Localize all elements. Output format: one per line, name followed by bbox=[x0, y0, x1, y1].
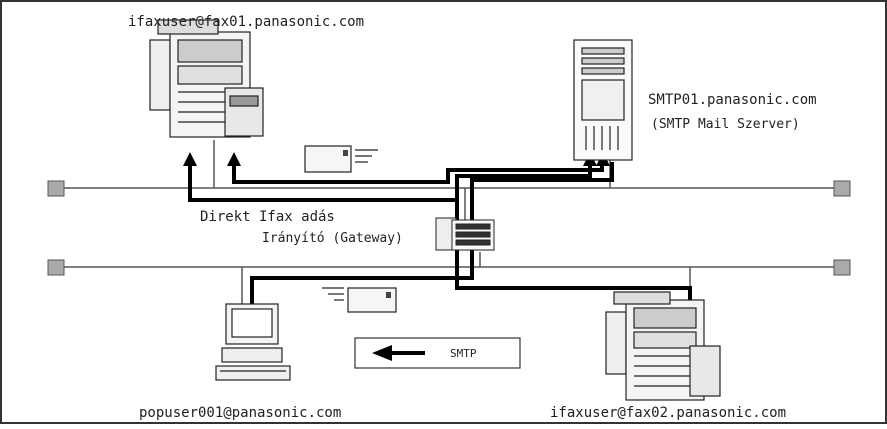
smtp-server-hostname: SMTP01.panasonic.com bbox=[648, 92, 817, 108]
arrow-left-icon bbox=[372, 345, 392, 361]
route-fax01-server bbox=[232, 162, 604, 184]
mail-routes bbox=[188, 162, 692, 308]
route-direct-ifax bbox=[188, 162, 592, 202]
fax02-address: ifaxuser@fax02.panasonic.com bbox=[550, 405, 786, 421]
envelope-icon bbox=[304, 145, 378, 173]
segment-terminator bbox=[47, 180, 65, 197]
smtp-server-icon bbox=[573, 39, 633, 161]
gateway-router-icon bbox=[435, 217, 495, 251]
arrowhead-up-icon bbox=[183, 152, 197, 166]
pc-workstation-icon bbox=[215, 303, 291, 381]
smtp-server-description: (SMTP Mail Szerver) bbox=[651, 117, 800, 132]
network-segments bbox=[47, 180, 851, 276]
segment-terminator bbox=[47, 259, 65, 276]
fax01-printer-icon bbox=[149, 19, 264, 138]
route-gateway-server bbox=[470, 162, 614, 200]
direct-ifax-label: Direkt Ifax adás bbox=[200, 209, 335, 225]
smtp-legend-label: SMTP bbox=[450, 347, 477, 360]
segment-terminator bbox=[833, 180, 851, 197]
envelope-icon bbox=[322, 287, 397, 313]
arrowhead-up-icon bbox=[227, 152, 241, 166]
route-arrowheads bbox=[183, 152, 610, 166]
smtp-legend: SMTP bbox=[354, 337, 521, 369]
fax02-printer-icon bbox=[605, 291, 721, 401]
gateway-label: Irányító (Gateway) bbox=[262, 231, 403, 246]
segment-terminator bbox=[833, 259, 851, 276]
fax01-address: ifaxuser@fax01.panasonic.com bbox=[128, 14, 364, 30]
pc-address: popuser001@panasonic.com bbox=[139, 405, 341, 421]
